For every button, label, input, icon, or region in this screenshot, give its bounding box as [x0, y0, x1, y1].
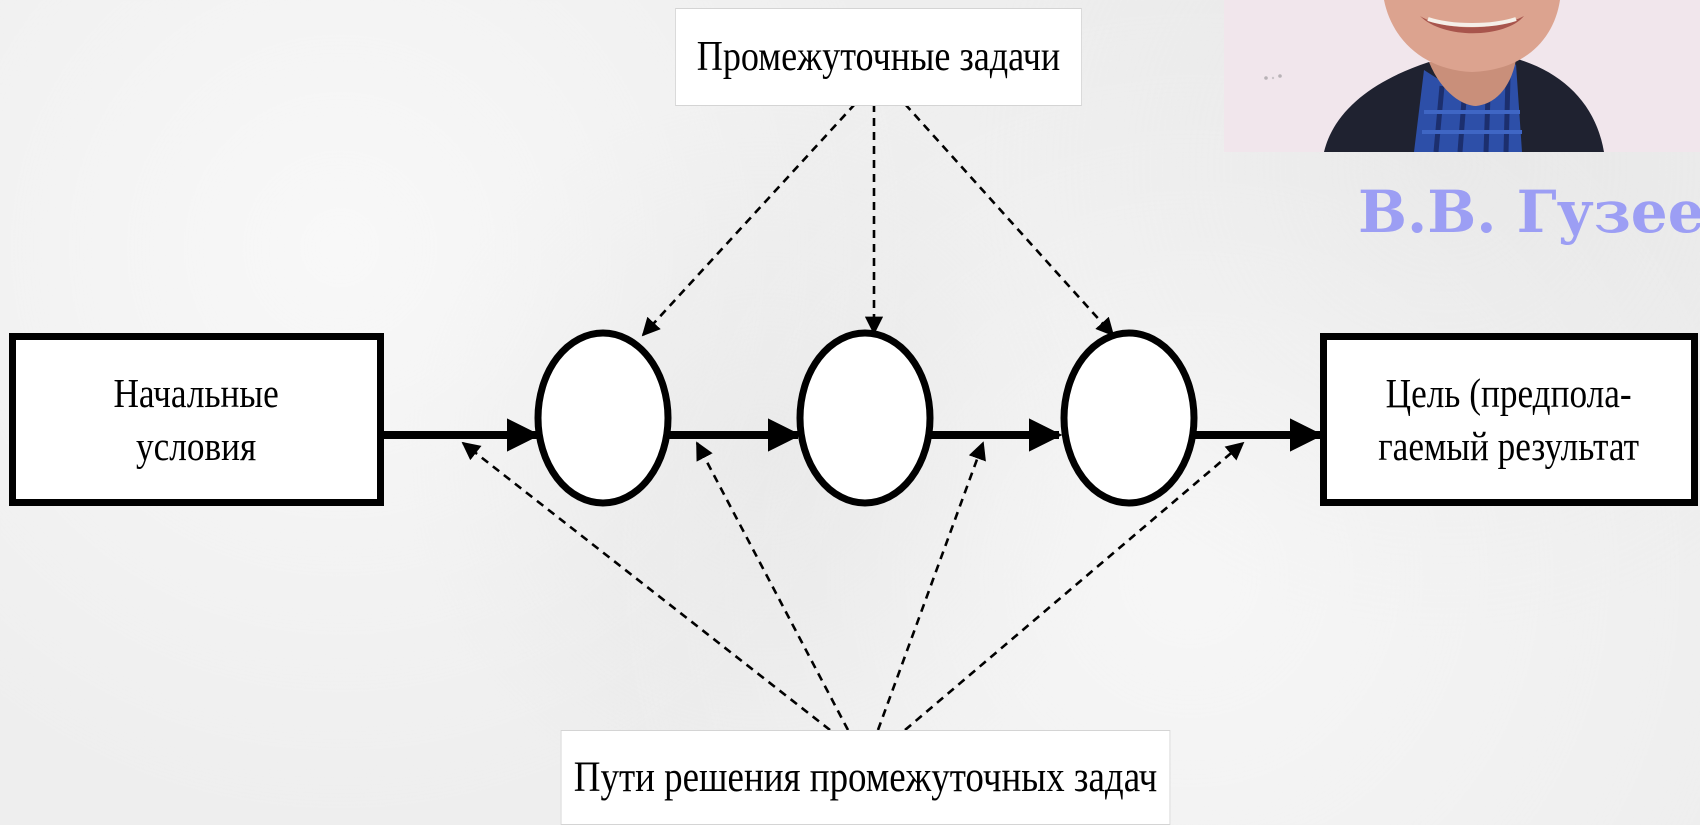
solution-paths-label: Пути решения промежуточных задач — [561, 730, 1171, 825]
dashed-arrow-task-to-node-3 — [905, 104, 1113, 335]
task-node-2 — [800, 333, 930, 503]
intermediate-tasks-label: Промежуточные задачи — [675, 8, 1082, 106]
goal-text: Цель (предпола- гаемый результат — [1379, 367, 1640, 472]
start-conditions-text: Начальные условия — [114, 367, 279, 472]
dashed-arrow-path-4 — [905, 443, 1243, 730]
dashed-arrow-task-to-node-1 — [643, 104, 855, 335]
author-name: В.В. Гузеев — [1358, 178, 1700, 246]
task-node-3 — [1064, 333, 1194, 503]
start-conditions-box: Начальные условия — [9, 333, 384, 506]
task-node-1 — [538, 333, 668, 503]
author-portrait-image — [1224, 0, 1700, 152]
author-photo — [1224, 0, 1700, 152]
goal-box: Цель (предпола- гаемый результат — [1320, 333, 1698, 506]
